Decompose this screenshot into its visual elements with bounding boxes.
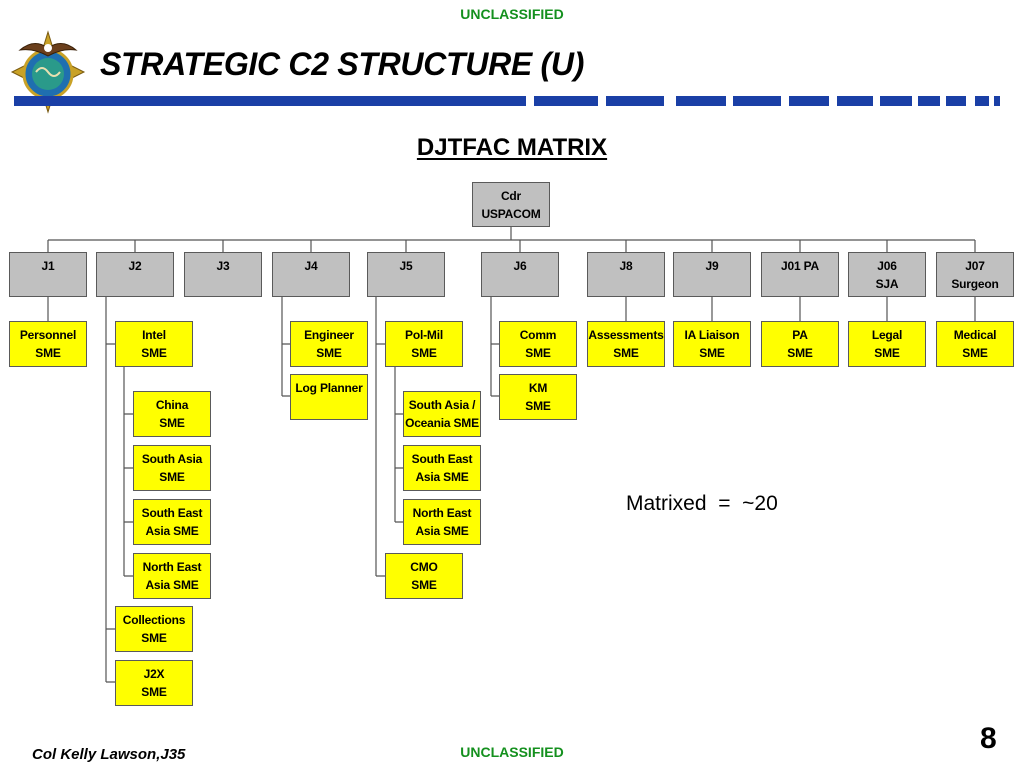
uspacom-seal-logo <box>6 28 90 116</box>
directorate-j5-box: J5 <box>367 252 445 297</box>
slide-number: 8 <box>980 722 997 755</box>
directorate-j3-box: J3 <box>184 252 262 297</box>
presenter-name: Col Kelly Lawson,J35 <box>32 746 186 763</box>
title-bar-block <box>534 96 598 106</box>
sme-log-planner-box: Log Planner <box>290 374 368 420</box>
sme-south-asia-oceania-box: South Asia /Oceania SME <box>403 391 481 437</box>
title-bar-block <box>994 96 1000 106</box>
title-bar-block <box>789 96 829 106</box>
matrixed-count-note: Matrixed = ~20 <box>626 492 778 515</box>
chart-subtitle: DJTFAC MATRIX <box>0 134 1024 162</box>
directorate-j8-box: J8 <box>587 252 665 297</box>
title-bar-block <box>733 96 781 106</box>
directorate-j1-box: J1 <box>9 252 87 297</box>
title-bar-block <box>606 96 664 106</box>
title-bar-block <box>975 96 989 106</box>
title-bar-block <box>676 96 726 106</box>
classification-banner-bottom: UNCLASSIFIED <box>460 744 564 760</box>
classification-banner-top: UNCLASSIFIED <box>460 6 564 22</box>
title-bar-block <box>918 96 940 106</box>
title-bar-solid-segment <box>14 96 526 106</box>
directorate-j2-box: J2 <box>96 252 174 297</box>
title-bar-block <box>837 96 873 106</box>
directorate-j6-box: J6 <box>481 252 559 297</box>
subtitle-text: DJTFAC MATRIX <box>416 134 608 161</box>
title-bar-block <box>880 96 912 106</box>
slide-title: STRATEGIC C2 STRUCTURE (U) <box>100 46 585 82</box>
directorate-j9-box: J9 <box>673 252 751 297</box>
directorate-j01-pa-box: J01 PA <box>761 252 839 297</box>
directorate-j4-box: J4 <box>272 252 350 297</box>
title-underline-bar <box>14 96 1000 106</box>
title-bar-block <box>946 96 966 106</box>
